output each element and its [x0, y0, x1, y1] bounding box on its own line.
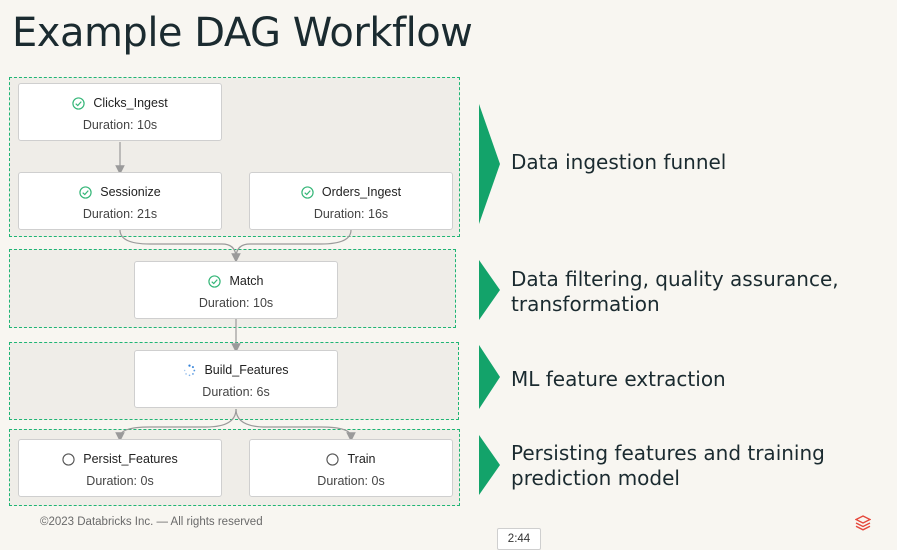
task-node-clicks-ingest[interactable]: Clicks_Ingest Duration: 10s [18, 83, 222, 141]
stage-label-filtering: Data filtering, quality assurance, trans… [511, 267, 839, 316]
edge-build-train [235, 408, 356, 442]
task-duration: Duration: 10s [82, 118, 158, 132]
task-name: Match [229, 274, 264, 288]
check-circle-icon [301, 185, 314, 199]
chevron-arrow-icon [479, 260, 500, 320]
task-duration: Duration: 0s [317, 474, 385, 488]
task-node-persist-features[interactable]: Persist_Features Duration: 0s [18, 439, 222, 497]
task-duration: Duration: 21s [82, 207, 158, 221]
stage-group-filtering [9, 249, 456, 328]
task-node-train[interactable]: Train Duration: 0s [249, 439, 453, 497]
check-circle-icon [79, 185, 92, 199]
check-circle-icon [208, 274, 222, 288]
video-timer: 2:44 [497, 528, 541, 550]
stage-label-persist: Persisting features and training predict… [511, 441, 825, 490]
edge-sessionize-match [119, 229, 241, 263]
task-duration: Duration: 10s [198, 296, 274, 310]
stage-group-persist [9, 429, 460, 506]
empty-circle-icon [326, 452, 340, 466]
chevron-arrow-icon [479, 104, 500, 224]
task-name: Persist_Features [83, 452, 178, 466]
task-name: Clicks_Ingest [93, 96, 168, 110]
check-circle-icon [72, 96, 86, 110]
stage-label-ingestion: Data ingestion funnel [511, 150, 727, 174]
task-name: Sessionize [100, 185, 161, 199]
edge-orders-match [235, 229, 352, 259]
task-name: Build_Features [204, 363, 289, 377]
stage-group-features [9, 342, 459, 420]
task-name: Train [347, 452, 376, 466]
stage-group-ingestion [9, 77, 460, 237]
edge-build-persist [115, 408, 237, 442]
task-duration: Duration: 6s [202, 385, 270, 399]
task-node-build-features[interactable]: Build_Features Duration: 6s [134, 350, 338, 408]
task-name: Orders_Ingest [321, 185, 402, 199]
chevron-arrow-icon [479, 435, 500, 495]
task-duration: Duration: 0s [86, 474, 154, 488]
spinner-icon [184, 364, 196, 376]
databricks-logo-icon [855, 515, 871, 531]
task-duration: Duration: 16s [313, 207, 389, 221]
chevron-arrow-icon [479, 345, 500, 409]
slide-title: Example DAG Workflow [12, 10, 473, 56]
task-node-orders-ingest[interactable]: Orders_Ingest Duration: 16s [249, 172, 453, 230]
stage-label-features: ML feature extraction [511, 367, 726, 391]
copyright-footer: ©2023 Databricks Inc. — All rights reser… [40, 516, 263, 528]
empty-circle-icon [62, 452, 75, 466]
task-node-match[interactable]: Match Duration: 10s [134, 261, 338, 319]
task-node-sessionize[interactable]: Sessionize Duration: 21s [18, 172, 222, 230]
